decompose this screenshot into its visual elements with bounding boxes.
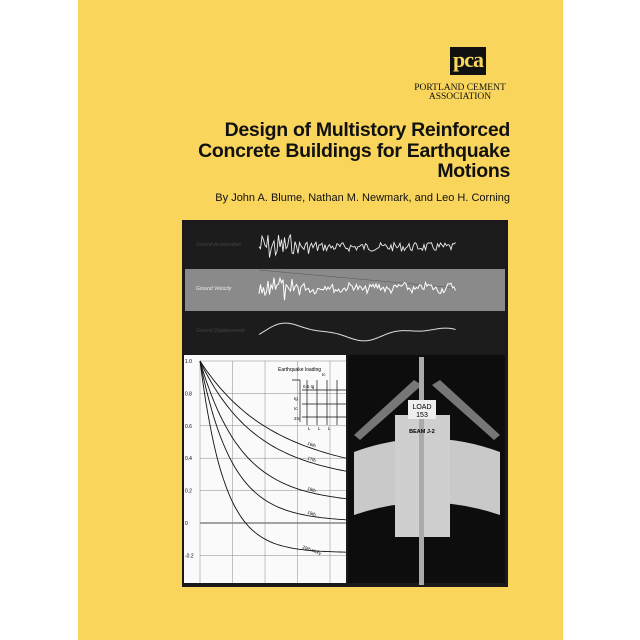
pca-logo: pca [450, 47, 486, 75]
story-curve [199, 360, 347, 472]
inset-label: L [308, 426, 311, 431]
curve-label: 18th [307, 486, 317, 494]
inset-label: L [318, 426, 321, 431]
curve-label: 17th [307, 455, 317, 463]
chart-curves: 16th 17th 18th 19th 20th story [199, 360, 347, 556]
y-tick-label: 1.0 [185, 359, 192, 365]
y-tick-label: 0.8 [185, 391, 192, 397]
publisher-name-line1: PORTLAND CEMENT [414, 83, 506, 93]
acceleration-trace [258, 234, 456, 258]
velocity-label: Ground Velocity [196, 286, 232, 292]
illustration-svg: Ground Acceleration Ground Velocity Grou… [184, 223, 505, 585]
curve-label: 16th [307, 441, 317, 449]
title-line: Design of Multistory Reinforced [224, 119, 511, 141]
inset-title: Earthquake loading [278, 367, 321, 373]
photo-cables [354, 380, 500, 440]
story-curve [199, 360, 347, 553]
publisher-name-line2: ASSOCIATION [428, 92, 492, 102]
title-line: Concrete Buildings for Earthquake [198, 139, 510, 162]
story-curve [199, 360, 347, 521]
photo-load-rod [419, 357, 424, 585]
curve-label: 19th [307, 510, 317, 518]
acceleration-label: Ground Acceleration [196, 242, 242, 248]
load-sign-line1: LOAD [412, 404, 431, 411]
inset-label: 2Ic [294, 416, 301, 421]
title-line: Motions [437, 160, 510, 182]
story-curve [199, 360, 347, 459]
chart-grid: 1.0 0.8 0.6 0.4 0.2 0 -0.2 [185, 359, 346, 583]
inset-frame-diagram [292, 379, 346, 425]
inset-label: Ic [322, 372, 326, 377]
y-tick-label: 0.6 [185, 424, 192, 430]
book-title: Design of Multistory Reinforced Concrete… [150, 120, 510, 182]
inset-label: 0.5 Ig [303, 384, 315, 389]
displacement-panel [185, 311, 505, 353]
inset-label: Ic [294, 406, 298, 411]
y-tick-label: 0 [185, 521, 188, 527]
velocity-trace [258, 276, 456, 301]
story-curve [199, 360, 347, 500]
velocity-panel [185, 269, 505, 311]
displacement-trace [258, 322, 456, 342]
load-sign [408, 400, 436, 419]
inset-label: L [328, 426, 331, 431]
cover-illustration: Ground Acceleration Ground Velocity Grou… [182, 220, 508, 587]
authors: By John A. Blume, Nathan M. Newmark, and… [215, 192, 510, 204]
inset-label: Ig [294, 396, 298, 401]
displacement-label: Ground Displacement [196, 328, 245, 334]
load-sign-line2: 153 [416, 412, 428, 419]
curve-label: 20th story [302, 544, 323, 556]
y-tick-label: -0.2 [185, 553, 194, 559]
y-tick-label: 0.2 [185, 489, 192, 495]
beam-label: BEAM J-2 [409, 429, 435, 435]
y-tick-label: 0.4 [185, 456, 192, 462]
velocity-zero-line [258, 269, 458, 289]
